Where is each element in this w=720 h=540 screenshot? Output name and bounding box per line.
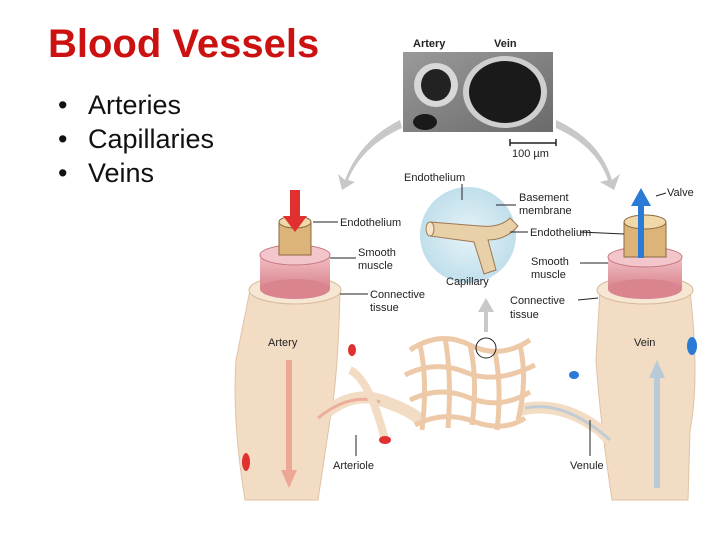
capillary-bed bbox=[315, 298, 621, 451]
label-capillary: Capillary bbox=[446, 276, 489, 288]
label-smooth-muscle-left: muscle bbox=[358, 260, 393, 272]
micrograph-vein-label: Vein bbox=[494, 38, 517, 50]
label-valve: Valve bbox=[667, 187, 694, 199]
callout-arrow-right bbox=[556, 120, 620, 190]
vein-muscle-bottom bbox=[608, 279, 682, 299]
label-smooth-muscle-right: muscle bbox=[531, 269, 566, 281]
micrograph-artery-label: Artery bbox=[413, 38, 446, 50]
artery-flow-arrow-down bbox=[281, 360, 297, 488]
artery-flow-arrow-in bbox=[283, 190, 307, 232]
label-artery: Artery bbox=[268, 337, 298, 349]
capillary-tube bbox=[429, 217, 519, 275]
micrograph-vein-lumen bbox=[469, 61, 541, 123]
scale-bar-label: 100 µm bbox=[512, 148, 549, 160]
label-endothelium-top: Endothelium bbox=[404, 172, 465, 184]
vein-body bbox=[595, 289, 696, 501]
capillary-inset bbox=[420, 187, 519, 283]
artery-branch-opening bbox=[240, 451, 252, 473]
artery-side-branch bbox=[348, 344, 356, 356]
label-basement-membrane: Basement bbox=[519, 192, 569, 204]
arteriole-branch-opening bbox=[379, 436, 391, 444]
capillary-callout-arrow bbox=[478, 298, 494, 332]
vein-flow-arrow-up bbox=[649, 360, 665, 488]
slide-title: Blood Vessels bbox=[48, 22, 320, 66]
capillary-tube-end bbox=[425, 221, 435, 237]
venule-opening bbox=[569, 371, 579, 379]
artery-muscle-bottom bbox=[260, 279, 330, 299]
micrograph-small-lumen bbox=[413, 114, 437, 130]
label-connective-right: tissue bbox=[510, 309, 539, 321]
callout-arrow-left bbox=[338, 120, 402, 190]
label-endothelium-left: Endothelium bbox=[340, 217, 401, 229]
label-arteriole: Arteriole bbox=[333, 460, 374, 472]
bullet-text: Capillaries bbox=[88, 124, 215, 154]
bullet-dot: • bbox=[58, 158, 68, 188]
leader-lines bbox=[313, 184, 667, 456]
label-vein: Vein bbox=[634, 337, 655, 349]
label-venule: Venule bbox=[570, 460, 604, 472]
bullet-text: Arteries bbox=[88, 90, 182, 120]
artery-vessel bbox=[234, 190, 356, 501]
bullet-list: • Arteries • Capillaries • Veins bbox=[58, 88, 214, 190]
label-connective-right: Connective bbox=[510, 295, 565, 307]
label-endothelium-right: Endothelium bbox=[530, 227, 591, 239]
micrograph-artery-lumen bbox=[421, 69, 451, 101]
label-basement-membrane: membrane bbox=[519, 205, 572, 217]
vein-side-branch bbox=[687, 337, 697, 355]
label-connective-left: Connective bbox=[370, 289, 425, 301]
bullet-item: • Capillaries bbox=[58, 122, 214, 156]
capillary-network bbox=[403, 336, 537, 431]
arteriole-branch bbox=[347, 366, 389, 441]
micrograph: Artery Vein 100 µm bbox=[403, 38, 557, 160]
vein-endothelium-top bbox=[623, 214, 667, 230]
vein-flow-arrow-out bbox=[631, 188, 651, 258]
bullet-item: • Arteries bbox=[58, 88, 214, 122]
capillary-detail-marker bbox=[475, 337, 497, 359]
label-connective-left: tissue bbox=[370, 302, 399, 314]
vein-vessel bbox=[569, 188, 697, 501]
bullet-text: Veins bbox=[88, 158, 155, 188]
bullet-item: • Veins bbox=[58, 156, 214, 190]
label-smooth-muscle-left: Smooth bbox=[358, 247, 396, 259]
bullet-dot: • bbox=[58, 124, 68, 154]
bullet-dot: • bbox=[58, 90, 68, 120]
venule-flow bbox=[524, 405, 611, 442]
label-smooth-muscle-right: Smooth bbox=[531, 256, 569, 268]
diagram-labels: Endothelium Basement membrane Capillary … bbox=[268, 172, 694, 472]
